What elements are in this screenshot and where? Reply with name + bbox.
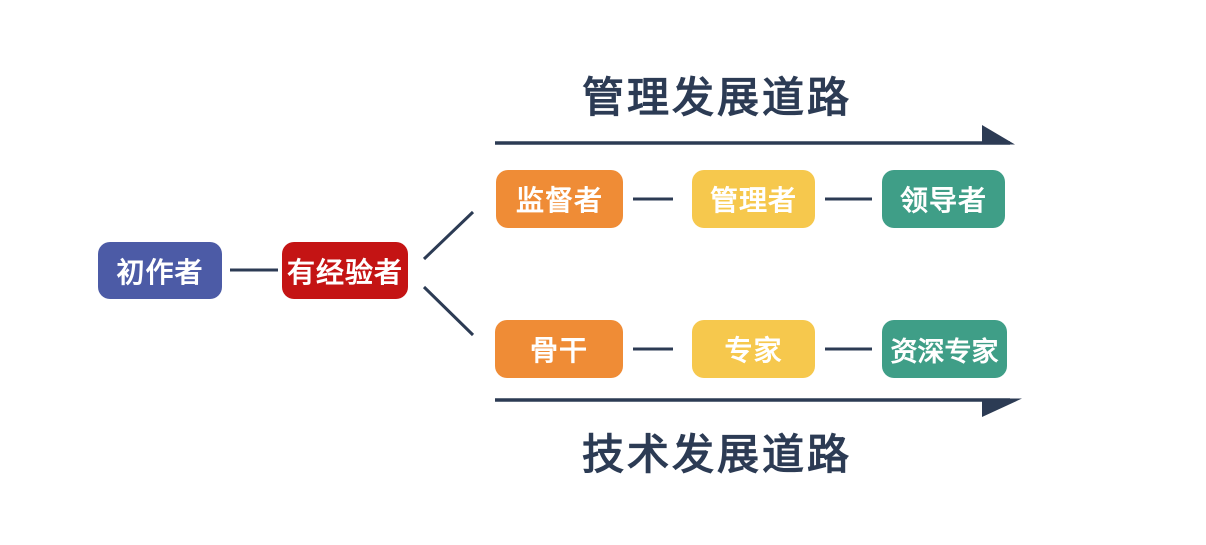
management-path-title: 管理发展道路 [581,74,852,121]
node-senior-expert: 资深专家 [882,320,1007,378]
node-expert: 专家 [692,320,815,378]
node-beginner: 初作者 [98,242,222,299]
node-backbone: 骨干 [495,320,623,378]
node-manager: 管理者 [692,170,815,228]
node-leader: 领导者 [882,170,1005,228]
node-supervisor: 监督者 [496,170,623,228]
technical-path-title: 技术发展道路 [581,431,852,478]
management-path-arrowhead-icon [982,125,1015,145]
node-experienced: 有经验者 [282,242,408,299]
technical-path-arrowhead-icon [982,398,1022,417]
connector-branch-down [422,285,475,337]
connector-branch-up [422,210,475,261]
